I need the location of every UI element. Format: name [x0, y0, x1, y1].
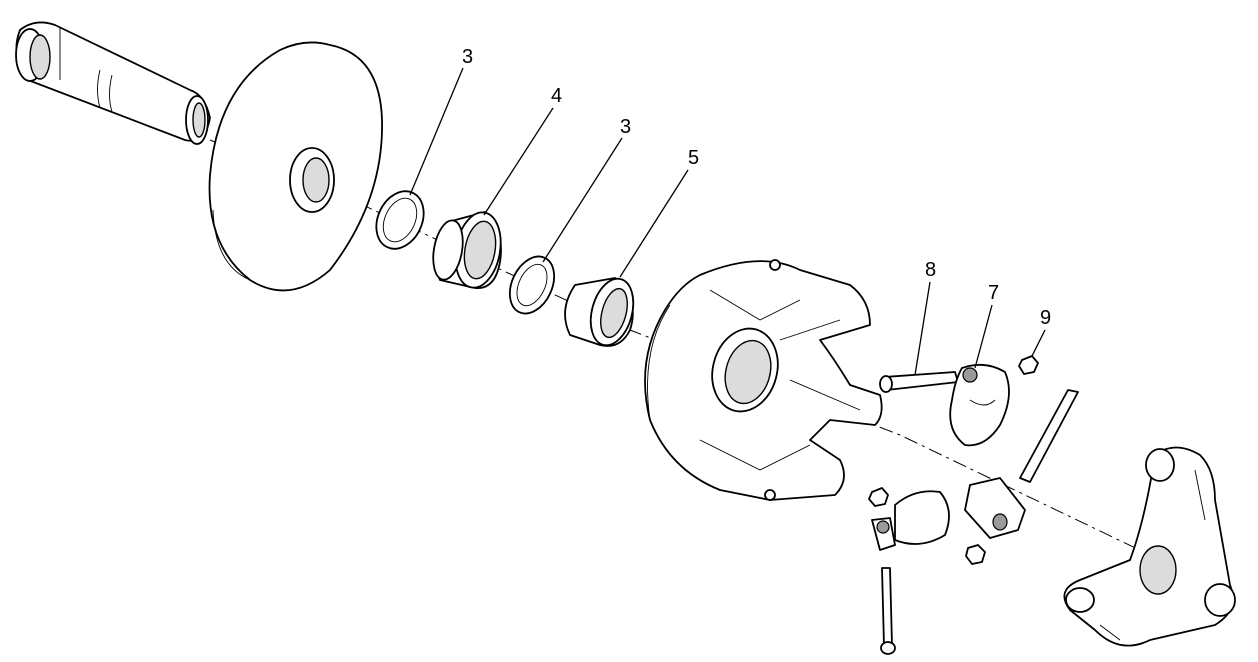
clutch-shaft: [15, 21, 211, 145]
callout-nut: 9: [1040, 307, 1051, 329]
leader-lines: [409, 67, 1046, 376]
lock-nut-lower-weight: [868, 487, 889, 507]
spider-assembly: [1063, 446, 1236, 647]
callout-bolt: 8: [925, 259, 936, 281]
pivot-bolt: [879, 371, 959, 393]
flyweight-upper: [949, 363, 1010, 447]
thrust-washer-top: [375, 190, 425, 250]
long-pin-bolt: [1019, 389, 1079, 483]
flyweight-lower: [871, 490, 950, 551]
bushing: [564, 277, 635, 347]
callout-washer-second: 3: [620, 116, 631, 138]
callout-bushing: 5: [688, 147, 699, 169]
lock-nut-lower: [965, 544, 986, 565]
fixed-sheave: [208, 41, 383, 292]
thrust-washer-second: [508, 255, 556, 315]
movable-sheave-housing: [644, 259, 883, 501]
roller-block: [964, 477, 1026, 539]
callout-washer-top: 3: [462, 46, 473, 68]
lower-bolt: [880, 567, 896, 655]
needle-bearing: [432, 211, 502, 289]
callout-bearing: 4: [551, 85, 562, 107]
lock-nut-upper: [1018, 355, 1039, 375]
callout-weight: 7: [988, 282, 999, 304]
